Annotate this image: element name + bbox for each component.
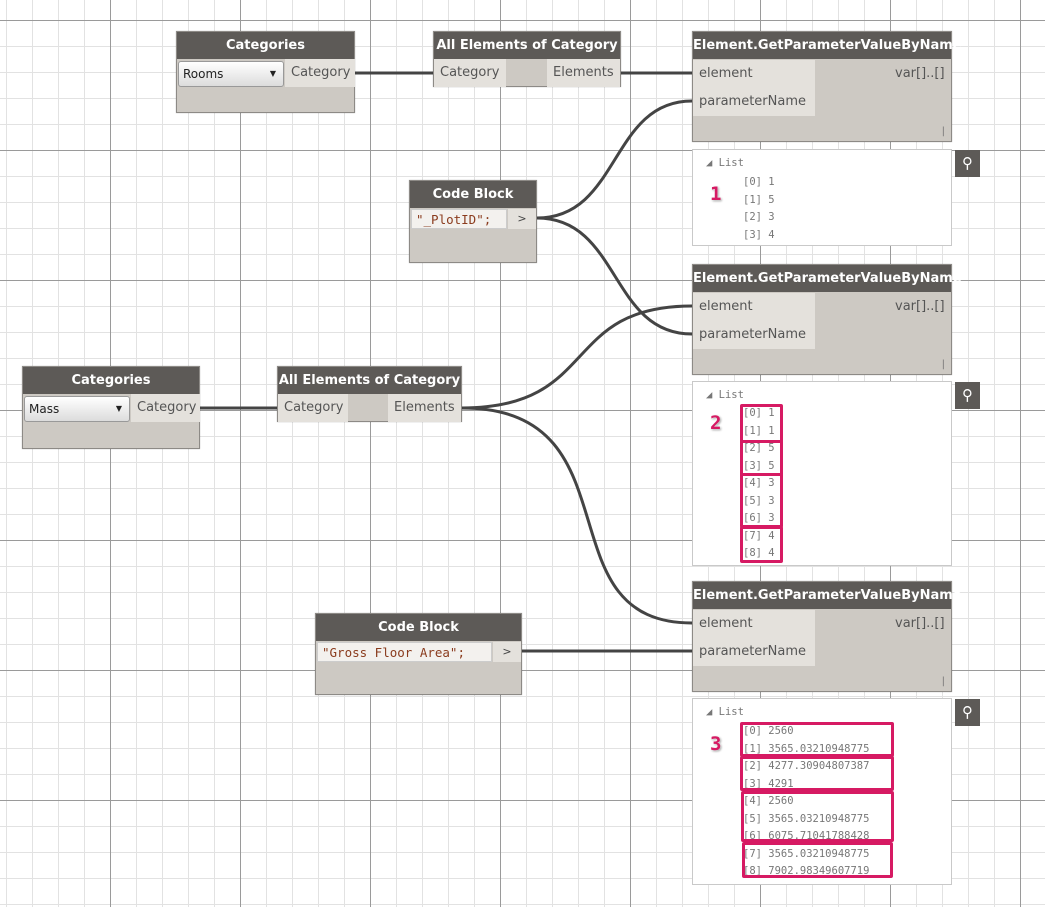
category-dropdown[interactable]: Rooms ▼ <box>178 61 284 87</box>
node-title: Element.GetParameterValueByName <box>693 32 962 59</box>
all-elements-node-1[interactable]: All Elements of Category Category Elemen… <box>433 31 621 87</box>
highlight-box <box>740 404 783 443</box>
output-port-var[interactable]: var[]..[] <box>895 299 945 314</box>
output-port[interactable]: > <box>508 209 536 229</box>
list-item: [4] 2560 <box>743 795 794 807</box>
watch-panel-1: ◢ List [0] 1[1] 5[2] 3[3] 4 1 <box>692 149 952 246</box>
list-item: [2] 3 <box>743 211 775 223</box>
list-item: [0] 2560 <box>743 725 794 737</box>
node-title: Code Block <box>410 181 536 208</box>
node-title: All Elements of Category <box>434 32 620 59</box>
list-item: [5] 3565.03210948775 <box>743 812 870 825</box>
highlight-box <box>740 473 783 528</box>
wire-elements-2-param2 <box>461 304 693 410</box>
input-port-element[interactable]: element <box>693 60 815 88</box>
list-item: [3] 5 <box>743 459 775 472</box>
highlight-box <box>742 842 893 878</box>
watch-list: [0] 1 [1] 5 [2] 3 [3] 4 <box>743 174 775 244</box>
pin-icon[interactable]: ⚲ <box>955 382 980 409</box>
dropdown-value: Rooms <box>183 67 224 81</box>
input-port-parametername[interactable]: parameterName <box>693 321 815 349</box>
wire-elements-2-param3 <box>461 406 693 625</box>
list-item: [8] 7902.98349607719 <box>743 865 870 877</box>
input-port-element[interactable]: element <box>693 293 815 321</box>
annotation-number: 2 <box>710 412 722 434</box>
code-block-node-1[interactable]: Code Block "_PlotID"; > <box>409 180 537 263</box>
highlight-box <box>740 722 894 757</box>
categories-node-mass[interactable]: Categories Mass ▼ Category <box>22 366 200 449</box>
list-item: [0] 1 <box>743 176 775 188</box>
resize-handle[interactable]: | <box>941 359 945 370</box>
output-port-elements[interactable]: Elements <box>388 394 461 422</box>
node-title: Code Block <box>316 614 521 641</box>
input-port-parametername[interactable]: parameterName <box>693 88 815 116</box>
code-input[interactable]: "_PlotID"; <box>411 209 507 229</box>
node-title: Element.GetParameterValueByName <box>693 582 962 609</box>
list-item: [7] 4 <box>743 529 775 542</box>
get-parameter-node-2[interactable]: Element.GetParameterValueByName element … <box>692 264 962 375</box>
list-item: [6] 3 <box>743 512 775 524</box>
pin-icon[interactable]: ⚲ <box>955 150 980 177</box>
chevron-down-icon: ▼ <box>115 404 122 413</box>
highlight-box <box>740 756 894 791</box>
list-item: [1] 3565.03210948775 <box>743 742 870 755</box>
watch-list: [0] 1 [1] 1 [2] 5 [3] 5 [4] 3 [5] 3 [6] 3 [7] 4… <box>743 405 775 563</box>
node-title: All Elements of Category <box>278 367 461 394</box>
list-header: List <box>718 157 744 169</box>
output-port-category[interactable]: Category <box>131 394 200 422</box>
watch-panel-3: ◢ List [0] 2560[1] 3565.03210948775[2] 4… <box>692 698 952 885</box>
list-header: List <box>718 389 744 401</box>
code-input[interactable]: "Gross Floor Area"; <box>317 642 492 662</box>
pin-icon[interactable]: ⚲ <box>955 699 980 726</box>
wire-plotid-param1 <box>536 99 693 220</box>
list-item: [3] 4291 <box>743 777 794 790</box>
wire-plotid-param2 <box>536 216 693 336</box>
all-elements-node-2[interactable]: All Elements of Category Category Elemen… <box>277 366 462 422</box>
input-port-category[interactable]: Category <box>278 394 348 422</box>
output-port-var[interactable]: var[]..[] <box>895 616 945 631</box>
list-item: [3] 4 <box>743 228 775 241</box>
list-item: [2] 4277.30904807387 <box>743 760 870 772</box>
output-port-elements[interactable]: Elements <box>547 59 620 87</box>
node-title: Categories <box>23 367 199 394</box>
node-title: Categories <box>177 32 354 59</box>
list-item: [2] 5 <box>743 442 775 454</box>
dropdown-value: Mass <box>29 402 60 416</box>
node-title: Element.GetParameterValueByName <box>693 265 962 292</box>
annotation-number: 3 <box>710 733 722 755</box>
list-item: [7] 3565.03210948775 <box>743 847 870 860</box>
list-item: [1] 1 <box>743 424 775 437</box>
output-port-category[interactable]: Category <box>285 59 355 87</box>
category-dropdown[interactable]: Mass ▼ <box>24 396 130 422</box>
highlight-box <box>740 526 783 563</box>
highlight-box <box>741 791 894 842</box>
annotation-number: 1 <box>710 183 722 205</box>
input-port-category[interactable]: Category <box>434 59 506 87</box>
chevron-down-icon: ▼ <box>269 69 276 78</box>
get-parameter-node-3[interactable]: Element.GetParameterValueByName element … <box>692 581 962 692</box>
input-port-element[interactable]: element <box>693 610 815 638</box>
list-header: List <box>718 706 744 718</box>
code-block-node-2[interactable]: Code Block "Gross Floor Area"; > <box>315 613 522 695</box>
resize-handle[interactable]: | <box>941 126 945 137</box>
resize-handle[interactable]: | <box>941 676 945 687</box>
list-item: [4] 3 <box>743 477 775 489</box>
get-parameter-node-1[interactable]: Element.GetParameterValueByName element … <box>692 31 962 142</box>
watch-list: [0] 2560 [1] 3565.03210948775 [2] 4277.309… <box>743 723 869 881</box>
list-item: [0] 1 <box>743 407 775 419</box>
watch-panel-2: ◢ List [0] 1[1] 1[2] 5[3] 5[4] 3[5] 3[6]… <box>692 381 952 566</box>
categories-node-rooms[interactable]: Categories Rooms ▼ Category <box>176 31 355 113</box>
list-item: [1] 5 <box>743 193 775 206</box>
highlight-box <box>740 440 783 476</box>
output-port-var[interactable]: var[]..[] <box>895 66 945 81</box>
list-item: [8] 4 <box>743 547 775 559</box>
input-port-parametername[interactable]: parameterName <box>693 638 815 666</box>
output-port[interactable]: > <box>493 642 521 662</box>
list-item: [5] 3 <box>743 494 775 507</box>
